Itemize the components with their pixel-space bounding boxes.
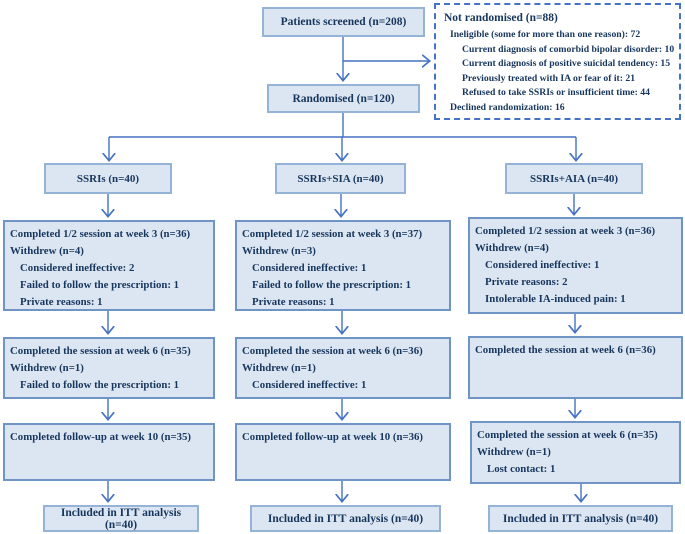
week3-box-ssris-sia: Completed 1/2 session at week 3 (n=37) W… <box>235 220 451 311</box>
patients-screened-box: Patients screened (n=208) <box>262 7 425 37</box>
week3-line: Private reasons: 1 <box>252 296 335 308</box>
week3-line: Private reasons: 2 <box>485 276 568 288</box>
week6-line: Withdrew (n=1) <box>10 362 84 374</box>
not-randomised-item: Declined randomization: 16 <box>450 101 565 113</box>
week3-line: Considered ineffective: 2 <box>20 262 135 274</box>
week6-box-ssris-aia: Completed the session at week 6 (n=36) <box>468 336 683 399</box>
not-randomised-box: Not randomised (n=88) Ineligible (some f… <box>434 3 681 120</box>
week3-title: Completed 1/2 session at week 3 (n=37) <box>242 228 423 240</box>
week3-line: Private reasons: 1 <box>20 296 103 308</box>
followup-title: Completed the session at week 6 (n=35) <box>477 429 658 441</box>
week6-box-ssris: Completed the session at week 6 (n=35) W… <box>3 337 215 399</box>
followup-line: Withdrew (n=1) <box>477 446 551 458</box>
week3-box-ssris: Completed 1/2 session at week 3 (n=36) W… <box>3 220 215 311</box>
week3-line: Withdrew (n=4) <box>10 245 84 257</box>
not-randomised-item: Ineligible (some for more than one reaso… <box>450 29 641 40</box>
week3-line: Withdrew (n=3) <box>242 245 316 257</box>
not-randomised-item: Current diagnosis of positive suicidal t… <box>462 58 671 70</box>
not-randomised-title: Not randomised (n=88) <box>444 12 558 24</box>
followup-box-ssris-aia: Completed the session at week 6 (n=35) W… <box>470 421 681 484</box>
followup-line: Lost contact: 1 <box>487 463 556 475</box>
not-randomised-item: Previously treated with IA or fear of it… <box>462 72 636 84</box>
randomised-box: Randomised (n=120) <box>267 84 420 113</box>
week6-line: Considered ineffective: 1 <box>252 379 367 391</box>
week6-line: Failed to follow the prescription: 1 <box>20 379 180 391</box>
week6-box-ssris-sia: Completed the session at week 6 (n=36) W… <box>235 337 451 399</box>
followup-box-ssris-sia: Completed follow-up at week 10 (n=36) <box>235 423 451 481</box>
arm-box-ssris-sia: SSRIs+SIA (n=40) <box>275 163 406 194</box>
week3-line: Failed to follow the prescription: 1 <box>20 279 180 291</box>
week3-line: Considered ineffective: 1 <box>252 262 367 274</box>
followup-box-ssris: Completed follow-up at week 10 (n=35) <box>3 423 215 481</box>
week3-line: Withdrew (n=4) <box>475 242 549 254</box>
week6-line: Withdrew (n=1) <box>242 362 316 374</box>
itt-box-ssris-aia: Included in ITT analysis (n=40) <box>488 505 673 532</box>
followup-title: Completed follow-up at week 10 (n=36) <box>242 431 423 443</box>
week3-line: Failed to follow the prescription: 1 <box>252 279 412 291</box>
week3-line: Considered ineffective: 1 <box>485 259 600 271</box>
week6-title: Completed the session at week 6 (n=36) <box>242 345 423 357</box>
week3-title: Completed 1/2 session at week 3 (n=36) <box>10 228 191 240</box>
itt-box-ssris: Included in ITT analysis (n=40) <box>43 505 199 532</box>
week6-title: Completed the session at week 6 (n=36) <box>475 344 656 356</box>
not-randomised-item: Current diagnosis of comorbid bipolar di… <box>462 43 675 55</box>
not-randomised-item: Refused to take SSRIs or insufficient ti… <box>462 87 650 99</box>
arm-box-ssris-aia: SSRIs+AIA (n=40) <box>505 163 643 194</box>
week3-box-ssris-aia: Completed 1/2 session at week 3 (n=36) W… <box>468 217 683 314</box>
arm-box-ssris: SSRIs (n=40) <box>44 163 172 194</box>
week6-title: Completed the session at week 6 (n=35) <box>10 345 191 357</box>
itt-box-ssris-sia: Included in ITT analysis (n=40) <box>250 505 441 532</box>
week3-line: Intolerable IA-induced pain: 1 <box>485 293 626 305</box>
followup-title: Completed follow-up at week 10 (n=35) <box>10 431 191 443</box>
week3-title: Completed 1/2 session at week 3 (n=36) <box>475 225 656 237</box>
